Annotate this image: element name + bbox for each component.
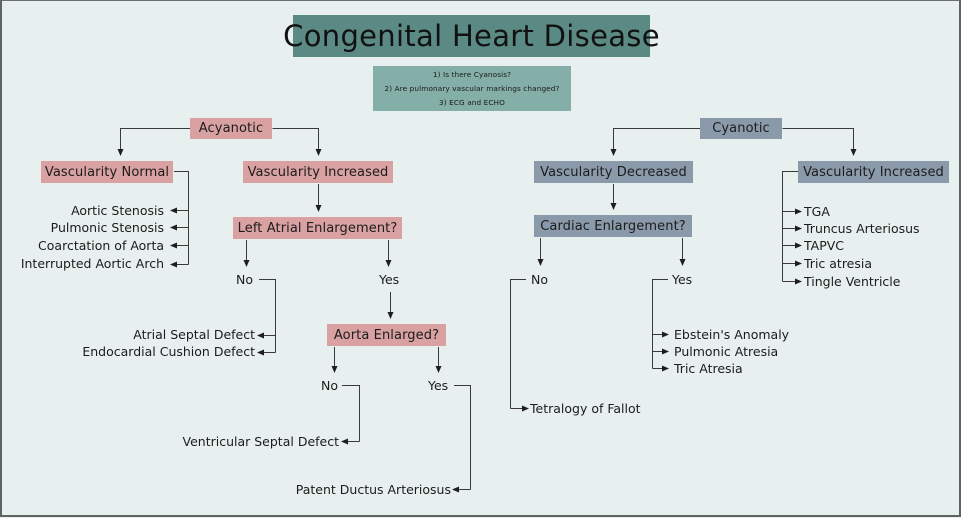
leaf-patent-ductus-arteriosus: Patent Ductus Arteriosus: [295, 482, 451, 497]
branch-cardiac-no: No: [531, 272, 548, 287]
leaf-tetralogy-of-fallot: Tetralogy of Fallot: [530, 401, 641, 416]
question-2: 2) Are pulmonary vascular markings chang…: [384, 83, 560, 93]
connector-lae-no-bracket: [259, 279, 276, 353]
branch-cardiac-yes: Yes: [672, 272, 693, 287]
branch-aorta-no: No: [321, 378, 338, 393]
connector-cyanotic-to-vasc-decreased: [610, 128, 701, 156]
leaf-tga: TGA: [804, 204, 830, 219]
leaf-tingle-ventricle: Tingle Ventricle: [804, 274, 901, 289]
page-title: Congenital Heart Disease: [283, 15, 660, 57]
node-vascularity-increased-acyanotic: Vascularity Increased: [243, 161, 393, 183]
node-cyanotic: Cyanotic: [700, 118, 782, 139]
node-vascularity-normal: Vascularity Normal: [41, 161, 173, 183]
leaf-pulmonic-atresia: Pulmonic Atresia: [674, 344, 779, 359]
connector-cyan-vasc-increased-bracket: [782, 171, 798, 282]
connector-cyanotic-to-vasc-increased: [782, 128, 857, 156]
connector-aorta-no-bracket: [342, 385, 360, 442]
leaf-coarctation-of-aorta: Coarctation of Aorta: [38, 238, 164, 253]
connector-cardiac-no-bracket: [510, 279, 526, 409]
leaf-endocardial-cushion-defect: Endocardial Cushion Defect: [82, 344, 255, 359]
leaf-interrupted-aortic-arch: Interrupted Aortic Arch: [20, 256, 164, 271]
leaf-ebsteins-anomaly: Ebstein's Anomaly: [674, 327, 790, 342]
connector-acyanotic-to-vasc-increased: [272, 128, 322, 156]
connector-vasc-normal-bracket: [174, 171, 189, 265]
question-3: 3) ECG and ECHO: [439, 97, 505, 107]
question-1: 1) Is there Cyanosis?: [432, 70, 512, 80]
node-vascularity-increased-cyanotic: Vascularity Increased: [798, 161, 949, 183]
leaf-pulmonic-stenosis: Pulmonic Stenosis: [50, 220, 164, 235]
node-cardiac-enlargement: Cardiac Enlargement?: [534, 215, 692, 237]
branch-lae-no: No: [236, 272, 253, 287]
connector-acyanotic-to-vasc-normal: [117, 128, 191, 156]
branch-aorta-yes: Yes: [428, 378, 449, 393]
leaf-truncus-arteriosus: Truncus Arteriosus: [804, 221, 920, 236]
leaf-aortic-stenosis: Aortic Stenosis: [71, 203, 164, 218]
node-left-atrial-enlargement: Left Atrial Enlargement?: [233, 217, 402, 239]
connector-cardiac-yes-bracket: [652, 279, 668, 369]
key-questions-box: 1) Is there Cyanosis? 2) Are pulmonary v…: [373, 66, 571, 111]
leaf-atrial-septal-defect: Atrial Septal Defect: [133, 327, 255, 342]
node-vascularity-decreased: Vascularity Decreased: [534, 161, 693, 183]
node-aorta-enlarged: Aorta Enlarged?: [327, 324, 446, 346]
branch-lae-yes: Yes: [379, 272, 400, 287]
leaf-tric-atresia-cyanotic: Tric atresia: [804, 256, 873, 271]
connector-aorta-yes-bracket: [454, 385, 471, 490]
leaf-tapvc: TAPVC: [804, 238, 845, 253]
leaf-tric-atresia: Tric Atresia: [674, 361, 743, 376]
node-acyanotic: Acyanotic: [190, 118, 272, 139]
leaf-ventricular-septal-defect: Ventricular Septal Defect: [182, 434, 340, 449]
